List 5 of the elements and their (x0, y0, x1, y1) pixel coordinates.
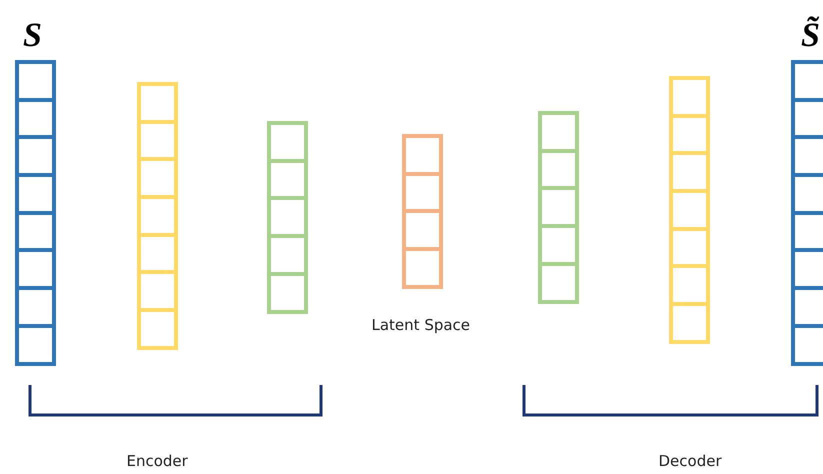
section-label: Encoder (126, 452, 188, 470)
vector-label: S (23, 18, 42, 54)
vector-label: S̃ (801, 18, 820, 54)
layer-label: Latent Space (372, 316, 470, 334)
section-label: Decoder (658, 452, 722, 470)
